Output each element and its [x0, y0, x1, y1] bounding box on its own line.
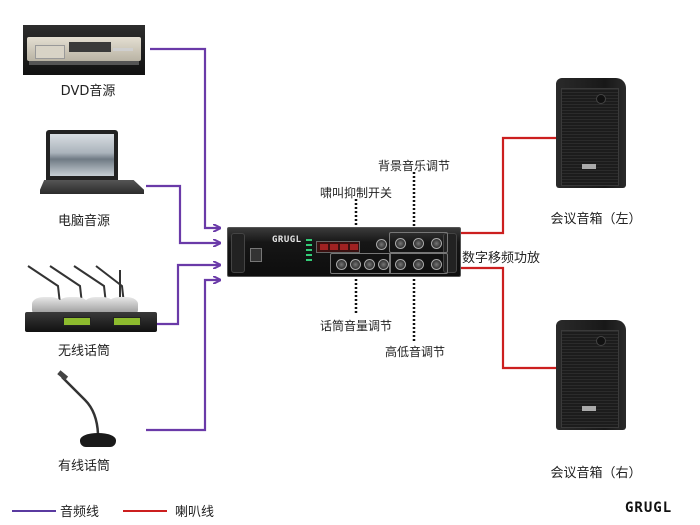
- legend-audio-line-label: 音频线: [60, 505, 100, 520]
- legend-audio-line-swatch: [12, 510, 56, 512]
- callout-treble-bass: 高低音调节: [385, 345, 446, 359]
- callout-background-music: 背景音乐调节: [378, 159, 451, 173]
- brand-logo: GRUGL: [625, 500, 673, 516]
- legend-speaker-line-swatch: [123, 510, 167, 512]
- audio-line-dvd: [150, 47, 220, 228]
- audio-line-wireless-mic: [157, 265, 220, 326]
- amplifier-label: 数字移频功放: [462, 251, 541, 266]
- power-switch-icon: [250, 248, 262, 262]
- speaker-label-left: 会议音箱（左）: [550, 212, 642, 227]
- callout-feedback-switch: 啸叫抑制开关: [320, 186, 393, 200]
- source-label-dvd: DVD音源: [60, 84, 116, 99]
- legend-speaker-line-label: 喇叭线: [175, 505, 215, 520]
- source-label-wired-mic: 有线话筒: [57, 459, 110, 474]
- audio-line-wired-mic: [146, 280, 220, 432]
- audio-line-laptop: [146, 184, 220, 243]
- dvd-player-icon: [23, 25, 145, 75]
- speaker-right-icon: [556, 320, 626, 430]
- source-label-wireless-mic: 无线话筒: [57, 344, 110, 359]
- speaker-line-left: [459, 136, 556, 235]
- digital-amplifier: GRUGL: [227, 227, 461, 277]
- speaker-label-right: 会议音箱（右）: [550, 466, 642, 481]
- amplifier-brand: GRUGL: [272, 235, 302, 245]
- speaker-left-icon: [556, 78, 626, 188]
- callout-mic-volume: 话筒音量调节: [320, 319, 393, 333]
- speaker-line-right: [459, 266, 556, 370]
- source-label-laptop: 电脑音源: [57, 214, 110, 229]
